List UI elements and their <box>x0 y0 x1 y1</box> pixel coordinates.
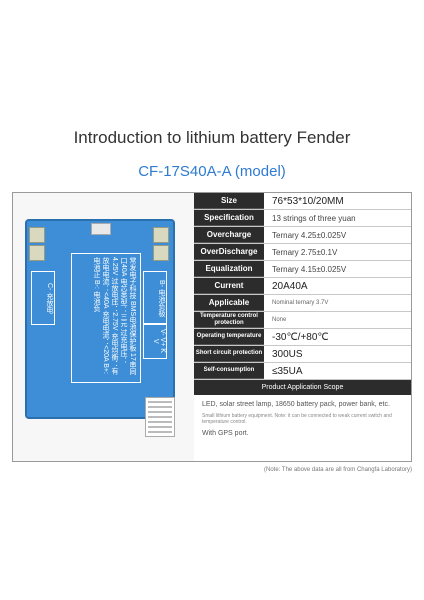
balance-lead-connector <box>145 397 175 437</box>
model-subtitle: CF-17S40A-A (model) <box>138 163 286 180</box>
scope-body: LED, solar street lamp, 18650 battery pa… <box>194 395 411 437</box>
solder-pad <box>153 227 169 243</box>
scope-line-1: LED, solar street lamp, 18650 battery pa… <box>202 401 390 408</box>
spec-row: Overcharge Ternary 4.25±0.025V <box>194 227 411 244</box>
spec-value: Nominal ternary 3.7V <box>272 300 329 306</box>
spec-value: Ternary 4.25±0.025V <box>272 230 347 240</box>
spec-label: Current <box>194 278 264 294</box>
spec-row: Operating temperature -30℃/+80℃ <box>194 329 411 346</box>
spec-label: Overcharge <box>194 227 264 243</box>
spec-value: 76*53*10/20MM <box>272 195 344 207</box>
spec-label: Size <box>194 193 264 209</box>
gps-connector <box>91 223 111 235</box>
voltage-label-box: V- V+ K V <box>143 323 167 359</box>
spec-value: ≤35UA <box>272 365 303 377</box>
spec-row: Applicable Nominal ternary 3.7V <box>194 295 411 312</box>
spec-row: Size 76*53*10/20MM <box>194 193 411 210</box>
spec-label: Specification <box>194 210 264 226</box>
spec-row: Self-consumption ≤35UA <box>194 363 411 380</box>
spec-label: Operating temperature <box>194 329 264 345</box>
c-minus-label-box: C- 充放电 <box>31 271 55 325</box>
solder-pad <box>29 227 45 243</box>
bms-board-photo: C- 充放电 B- 电池负极 V- V+ K V 常发电子科技 BMS电池保护板… <box>13 193 194 461</box>
spec-row: Equalization Ternary 4.15±0.025V <box>194 261 411 278</box>
spec-value: 300US <box>272 348 303 360</box>
scope-header: Product Application Scope <box>194 380 411 395</box>
spec-row: Specification 13 strings of three yuan <box>194 210 411 227</box>
spec-value: Ternary 4.15±0.025V <box>272 264 347 274</box>
footnote: (Note: The above data are all from Chang… <box>264 467 412 473</box>
spec-table: Size 76*53*10/20MM Specification 13 strings… <box>194 193 411 437</box>
solder-pad <box>153 245 169 261</box>
spec-value: -30℃/+80℃ <box>272 331 329 343</box>
spec-row: OverDischarge Ternary 2.75±0.1V <box>194 244 411 261</box>
spec-label: Self-consumption <box>194 363 264 379</box>
solder-pad <box>29 245 45 261</box>
b-minus-label-box: B- 电池负极 <box>143 271 167 325</box>
product-panel: C- 充放电 B- 电池负极 V- V+ K V 常发电子科技 BMS电池保护板… <box>12 192 412 462</box>
scope-line-3: With GPS port. <box>202 430 249 437</box>
board-printed-label: 常发电子科技 BMS电池保护板 17串同口40A 电芯类型：三元 过充电压：4.… <box>71 253 141 383</box>
spec-label: Temperature control protection <box>194 312 264 328</box>
spec-label: Equalization <box>194 261 264 277</box>
spec-row: Temperature control protection None <box>194 312 411 329</box>
scope-line-2: Small lithium battery equipment. Note: i… <box>202 413 392 425</box>
spec-label: Applicable <box>194 295 264 311</box>
spec-label: Short circuit protection <box>194 346 264 362</box>
spec-row: Short circuit protection 300US <box>194 346 411 363</box>
page-title: Introduction to lithium battery Fender <box>73 128 351 147</box>
spec-value: 13 strings of three yuan <box>272 213 356 223</box>
spec-label: OverDischarge <box>194 244 264 260</box>
bms-board: C- 充放电 B- 电池负极 V- V+ K V 常发电子科技 BMS电池保护板… <box>25 219 175 437</box>
spec-value: None <box>272 317 287 323</box>
spec-row: Current 20A40A <box>194 278 411 295</box>
spec-value: 20A40A <box>272 280 308 292</box>
spec-value: Ternary 2.75±0.1V <box>272 247 338 257</box>
